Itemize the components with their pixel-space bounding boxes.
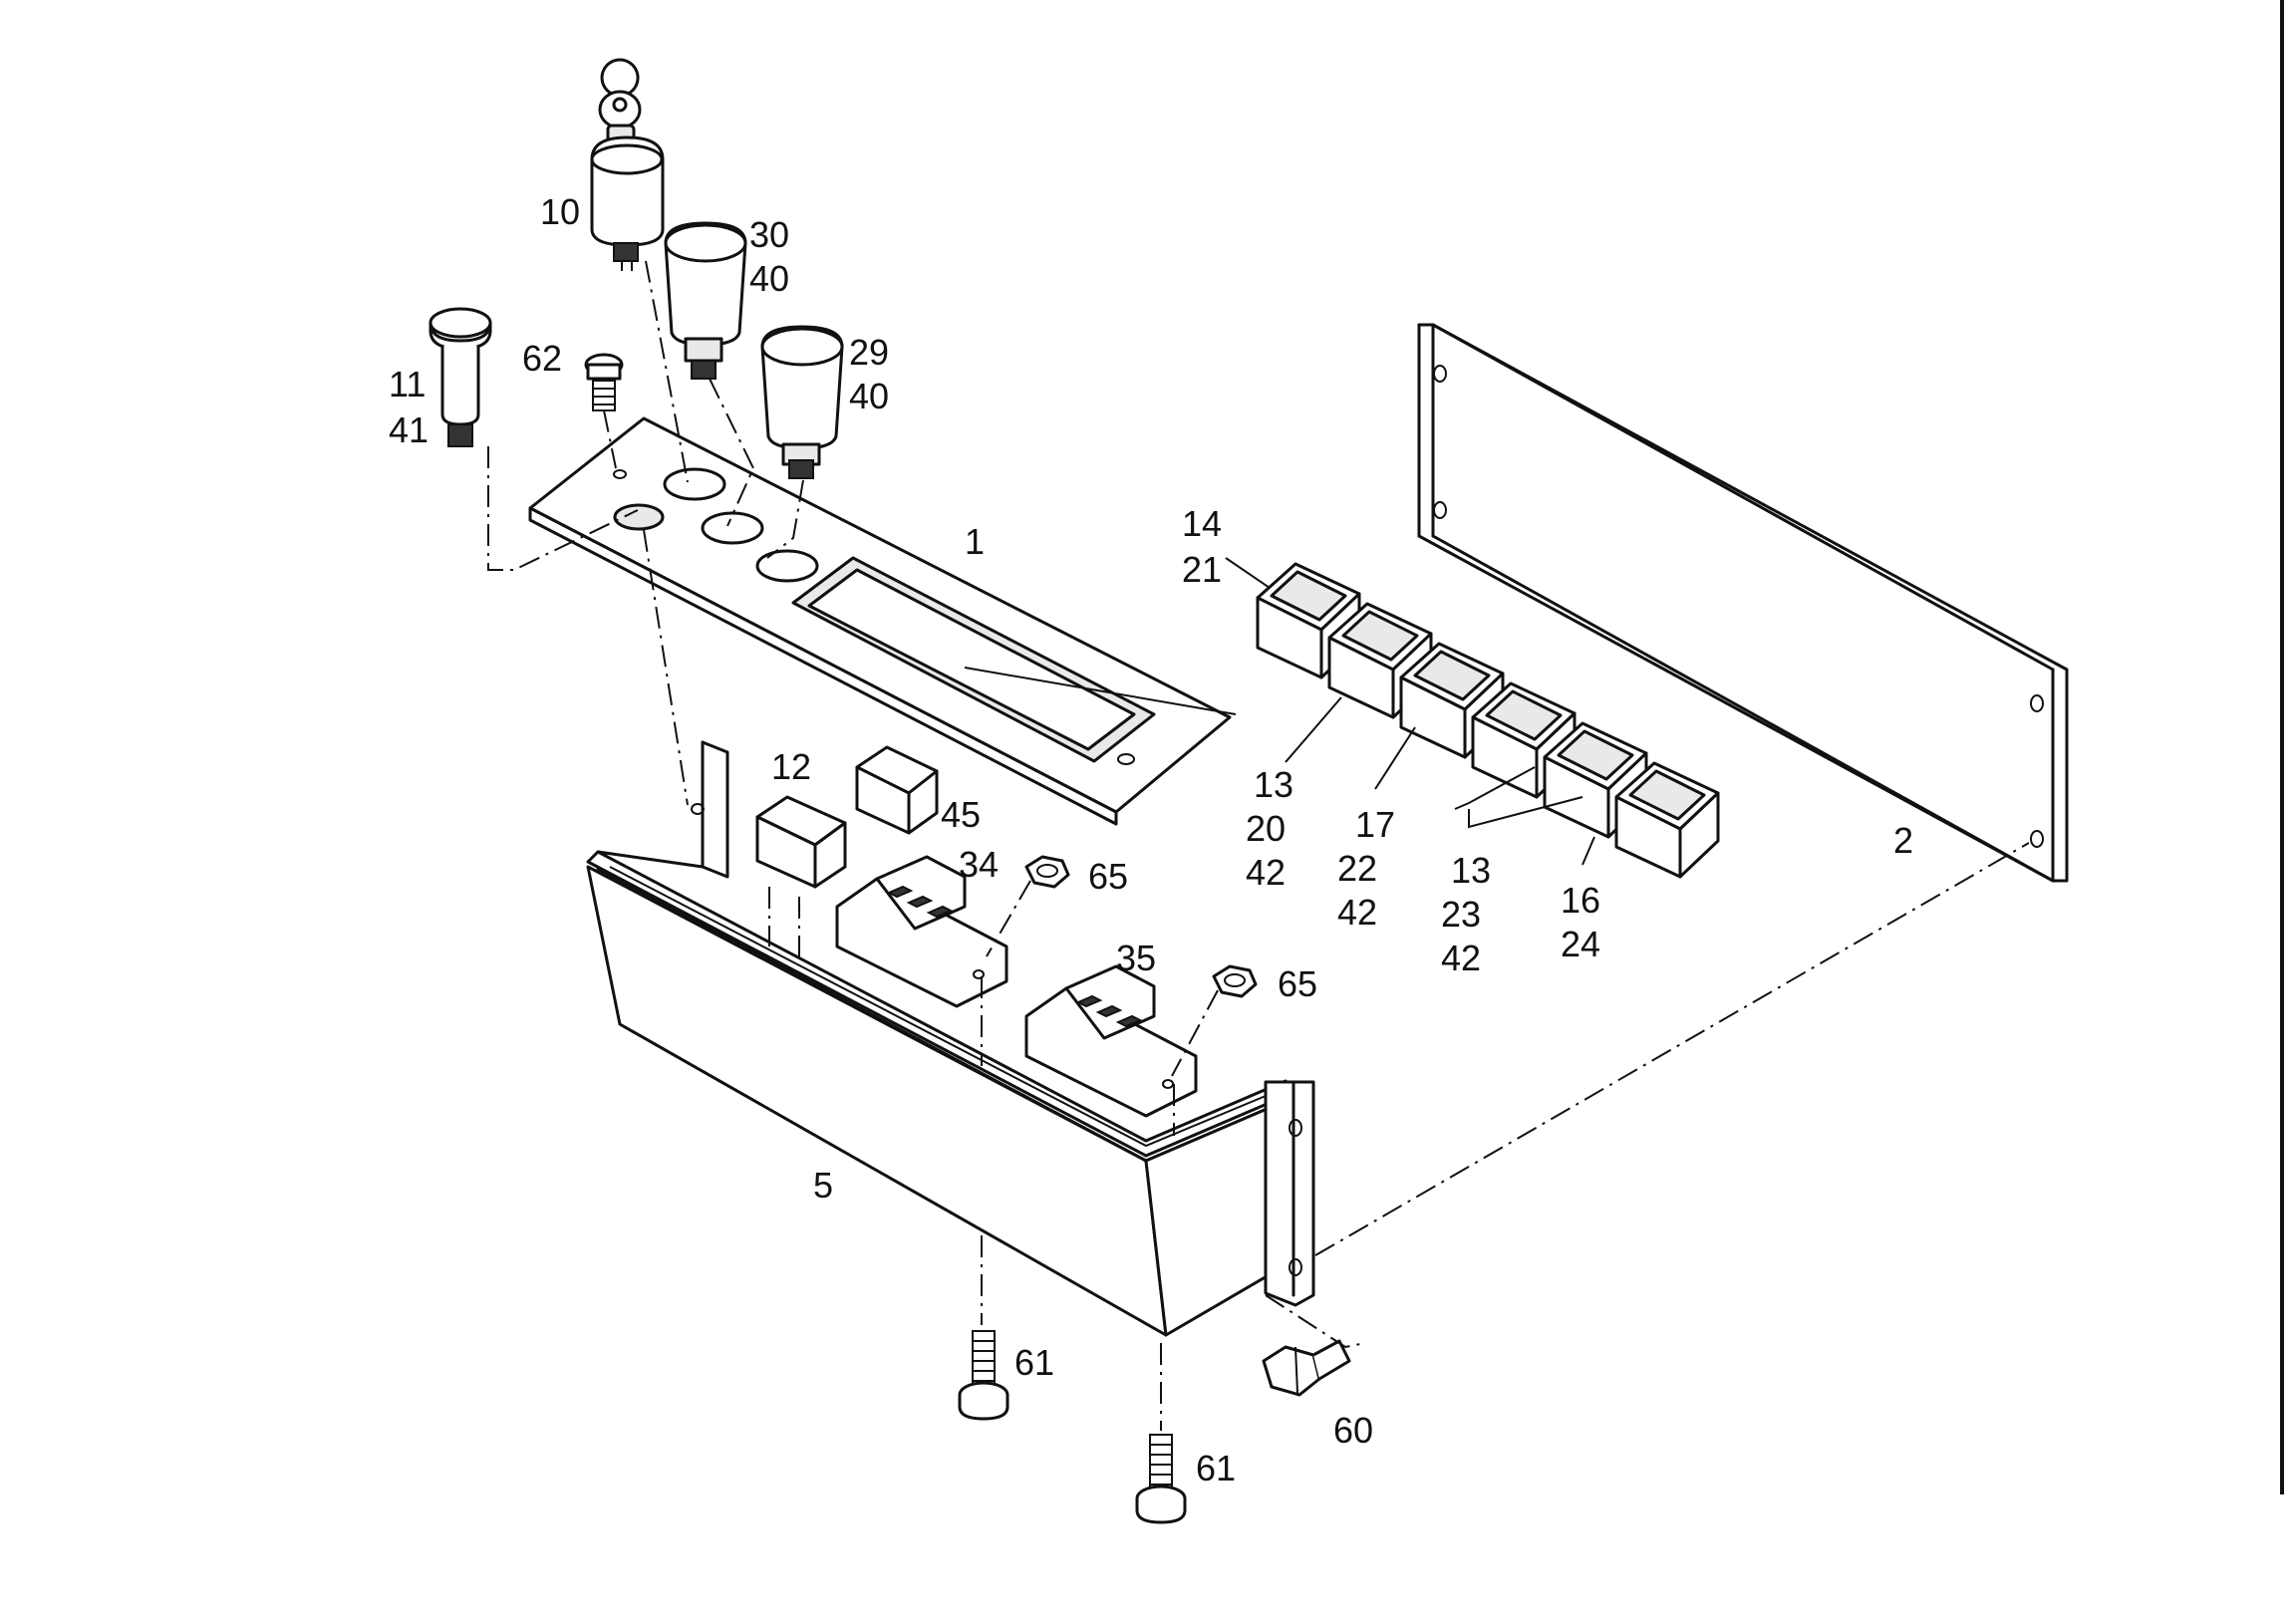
bolt-part-60 (1262, 1339, 1351, 1397)
callout-62: 62 (522, 338, 562, 379)
callout-2: 2 (1893, 820, 1913, 861)
push-button-part-11 (429, 307, 492, 447)
screw-part-61b (1135, 1434, 1187, 1524)
callout-29: 29 (849, 332, 889, 373)
callout-5: 5 (813, 1165, 833, 1206)
relay-part-45 (855, 745, 939, 835)
nut-part-65a (1024, 855, 1070, 889)
callout-10: 10 (540, 191, 580, 232)
nut-part-65b (1212, 964, 1258, 998)
housing-part-5 (586, 740, 1315, 1337)
callout-13a: 13 (1254, 764, 1293, 805)
callout-leader-lines (1225, 557, 1595, 866)
callout-40b: 40 (849, 376, 889, 416)
assembly-guide-lines (487, 260, 2030, 1431)
faceplate-part-1 (528, 416, 1237, 826)
callout-61b: 61 (1196, 1448, 1236, 1488)
callout-11: 11 (389, 364, 426, 404)
callout-30: 30 (749, 214, 789, 255)
callout-34: 34 (959, 844, 999, 885)
callout-20: 20 (1246, 808, 1286, 849)
connector-part-35 (1024, 964, 1198, 1118)
callout-45: 45 (941, 794, 981, 835)
callout-42c: 42 (1441, 938, 1481, 978)
callout-40a: 40 (749, 258, 789, 299)
callout-12: 12 (771, 746, 811, 787)
indicator-part-29 (760, 325, 844, 479)
callout-1: 1 (965, 521, 985, 562)
rocker-switch-row (1256, 562, 1720, 879)
callout-42a: 42 (1246, 852, 1286, 893)
rocker-switch-13b (1471, 681, 1577, 799)
callout-41: 41 (389, 409, 429, 450)
screw-part-62 (584, 353, 624, 411)
key-switch-part-10 (590, 58, 665, 271)
callout-17: 17 (1355, 804, 1395, 845)
callout-23: 23 (1441, 894, 1481, 935)
relay-part-12 (755, 795, 847, 889)
callout-35: 35 (1116, 938, 1156, 978)
callout-65a: 65 (1088, 856, 1128, 897)
rocker-switch-17 (1399, 642, 1505, 759)
callout-61a: 61 (1014, 1342, 1054, 1383)
screw-part-61a (958, 1330, 1009, 1421)
connector-part-34 (835, 855, 1008, 1008)
callout-42b: 42 (1337, 892, 1377, 933)
callout-60: 60 (1333, 1410, 1373, 1451)
indicator-part-30 (664, 221, 747, 380)
callout-labels: 10 11 41 62 30 40 29 40 1 14 21 13 20 42… (389, 191, 1913, 1488)
rocker-switch-16 (1614, 761, 1720, 879)
callout-21: 21 (1182, 549, 1222, 590)
callout-65b: 65 (1278, 963, 1317, 1004)
callout-16: 16 (1561, 880, 1600, 921)
callout-14: 14 (1182, 503, 1222, 544)
callout-24: 24 (1561, 924, 1600, 964)
rear-plate-part-2 (1417, 323, 2069, 883)
callout-13b: 13 (1451, 850, 1491, 891)
callout-22: 22 (1337, 848, 1377, 889)
